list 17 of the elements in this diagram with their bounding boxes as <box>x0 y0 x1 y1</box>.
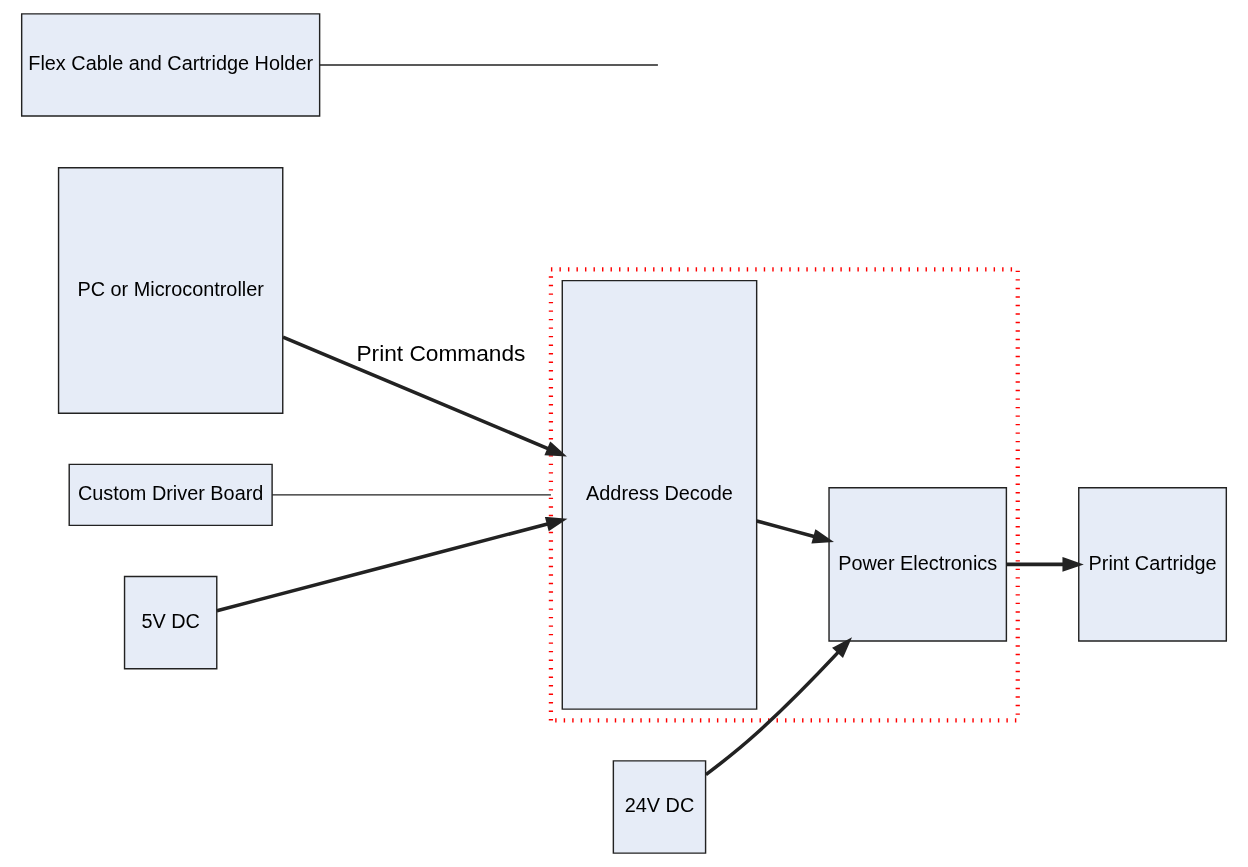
arrow <box>282 335 567 457</box>
arrow <box>704 637 853 777</box>
arrow <box>1006 556 1084 572</box>
edge-label: Print Commands <box>356 340 526 367</box>
node-box: Address Decode <box>561 279 758 710</box>
node-box: PC or Microcontroller <box>57 167 284 414</box>
cluster <box>548 267 1020 723</box>
node-box: Power Electronics <box>828 487 1008 642</box>
arrow <box>216 516 568 613</box>
node-box: Flex Cable and Cartridge Holder <box>20 13 321 117</box>
connector <box>271 494 552 496</box>
node-box: 24V DC <box>612 760 707 854</box>
node-box: Print Cartridge <box>1078 487 1228 642</box>
node-box: 5V DC <box>123 575 218 670</box>
node-box: Custom Driver Board <box>68 463 273 527</box>
connector <box>319 64 659 66</box>
arrow <box>756 519 834 544</box>
